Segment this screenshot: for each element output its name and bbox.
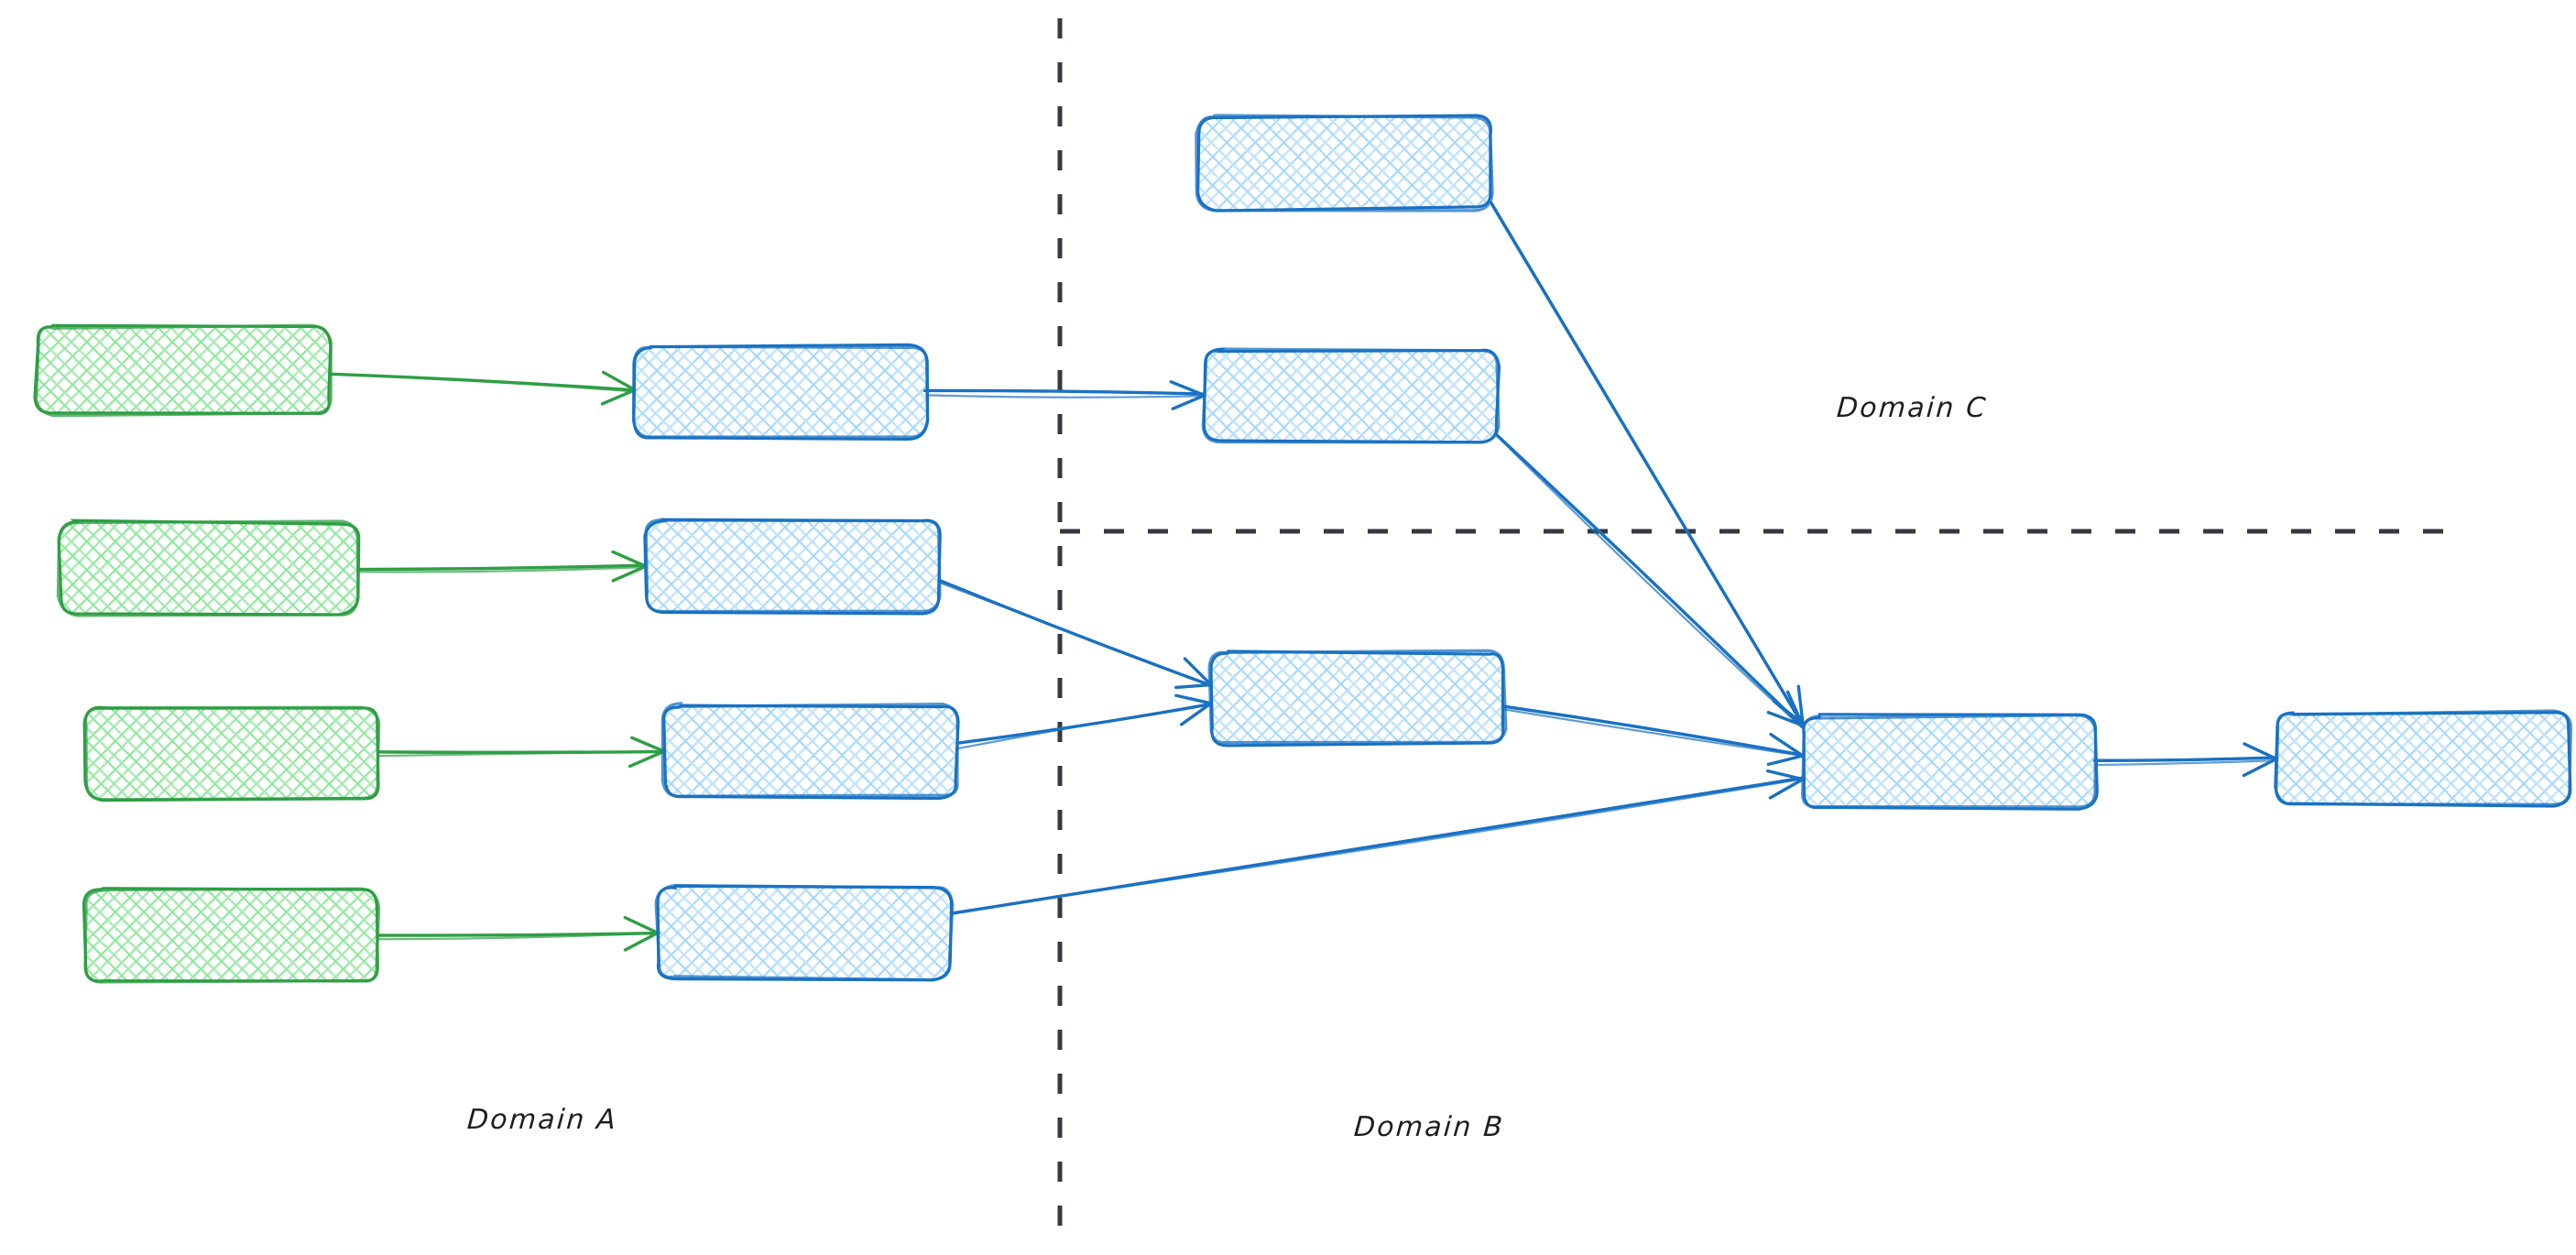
- node-outline: [1207, 649, 1508, 745]
- edge-b2-to-c3: [938, 579, 1213, 690]
- edge-arrowhead: [1769, 732, 1805, 758]
- edge-a4-to-b4: [376, 915, 661, 952]
- node-d1[interactable]: [1801, 713, 2099, 811]
- edge-a3-to-b3: [377, 736, 666, 769]
- edge-line: [925, 394, 1206, 398]
- node-c3[interactable]: [1207, 649, 1508, 748]
- edge-arrowhead: [1768, 777, 1805, 800]
- edge-b4-to-d1: [949, 769, 1805, 915]
- node-a2[interactable]: [56, 518, 361, 617]
- node-outline: [644, 518, 942, 614]
- edge-line: [357, 565, 649, 573]
- edge-line: [1490, 204, 1804, 726]
- edge-arrowhead: [623, 915, 660, 935]
- edge-line: [922, 388, 1207, 396]
- edge-c3-to-d1: [1501, 704, 1805, 767]
- node-outline: [34, 323, 333, 418]
- edge-arrowhead: [1796, 684, 1805, 726]
- edge-line: [939, 582, 1211, 686]
- node-fill-hatch-b: [1198, 117, 1491, 209]
- node-outline: [660, 702, 959, 798]
- edge-arrowhead: [628, 749, 666, 769]
- domain-label-domain-b: Domain B: [1352, 1111, 1506, 1143]
- edge-arrowhead: [602, 370, 637, 392]
- node-b4[interactable]: [654, 883, 955, 982]
- node-fill-hatch-b: [1803, 716, 2096, 808]
- edge-arrowhead: [1183, 657, 1213, 687]
- node-c2[interactable]: [1201, 347, 1501, 444]
- node-fill-hatch-b: [664, 705, 957, 797]
- node-outline: [1801, 714, 2098, 809]
- domain-label-domain-c: Domain C: [1835, 392, 1989, 424]
- node-fill-hatch-b: [37, 327, 330, 414]
- node-fill-hatch-b: [635, 346, 926, 438]
- edge-arrowhead: [1171, 393, 1206, 410]
- edge-arrowhead: [2243, 742, 2278, 761]
- edge-line: [355, 563, 647, 572]
- edge-line: [328, 373, 636, 393]
- edge-arrowhead: [1766, 710, 1805, 727]
- node-c1[interactable]: [1195, 114, 1494, 213]
- edge-line: [1495, 433, 1804, 728]
- node-b3[interactable]: [660, 702, 960, 801]
- node-fill-hatch-b: [85, 890, 378, 982]
- node-fill-hatch-b: [2276, 713, 2570, 804]
- node-outline: [654, 883, 955, 982]
- domain-label-domain-a: Domain A: [465, 1104, 619, 1136]
- edge-d1-to-e1: [2092, 742, 2278, 778]
- node-a4[interactable]: [82, 887, 381, 984]
- edge-line: [2092, 756, 2278, 762]
- node-a3[interactable]: [82, 705, 381, 802]
- edge-arrowhead: [630, 736, 666, 753]
- node-fill-hatch-b: [646, 520, 939, 612]
- edge-line: [1495, 434, 1803, 728]
- edge-b1-to-c2: [922, 380, 1207, 410]
- node-fill-hatch-b: [658, 887, 951, 978]
- edge-arrowhead: [1785, 690, 1805, 727]
- edge-line: [1503, 708, 1804, 758]
- edge-arrowhead: [600, 387, 637, 406]
- node-outline: [2275, 709, 2573, 806]
- edge-line: [955, 703, 1212, 750]
- edge-line: [377, 750, 666, 758]
- edge-arrowhead: [1174, 682, 1213, 690]
- node-a1[interactable]: [33, 323, 333, 418]
- edge-arrowhead: [623, 931, 660, 952]
- edge-arrowhead: [1766, 769, 1805, 781]
- node-e1[interactable]: [2274, 709, 2573, 808]
- edge-arrowhead: [611, 564, 648, 583]
- node-b2[interactable]: [643, 518, 942, 616]
- node-fill-hatch-b: [1205, 350, 1498, 442]
- edge-arrowhead: [1169, 380, 1206, 398]
- edge-arrowhead: [1174, 693, 1213, 705]
- edge-arrowhead: [1180, 702, 1213, 726]
- node-outline: [83, 887, 381, 984]
- edge-line: [949, 778, 1804, 914]
- node-outline: [56, 519, 360, 617]
- edge-c2-to-d1: [1495, 433, 1805, 728]
- edge-a2-to-b2: [355, 550, 649, 583]
- node-fill-hatch-b: [85, 707, 378, 799]
- edge-line: [378, 932, 659, 941]
- node-b1[interactable]: [631, 343, 930, 442]
- node-outline: [631, 344, 930, 439]
- edge-line: [2093, 758, 2278, 767]
- node-fill-hatch-b: [1211, 652, 1504, 744]
- node-outline: [1195, 114, 1494, 213]
- edge-arrowhead: [1766, 754, 1805, 767]
- node-outline: [84, 705, 381, 802]
- node-fill-hatch-b: [60, 522, 357, 614]
- node-outline: [1201, 347, 1501, 444]
- edge-arrowhead: [2242, 757, 2278, 778]
- edge-line: [1501, 704, 1804, 757]
- edge-c1-to-d1: [1490, 201, 1805, 727]
- edge-arrowhead: [611, 550, 648, 568]
- edge-a1-to-b1: [328, 370, 637, 406]
- edge-b3-to-c3: [955, 693, 1213, 750]
